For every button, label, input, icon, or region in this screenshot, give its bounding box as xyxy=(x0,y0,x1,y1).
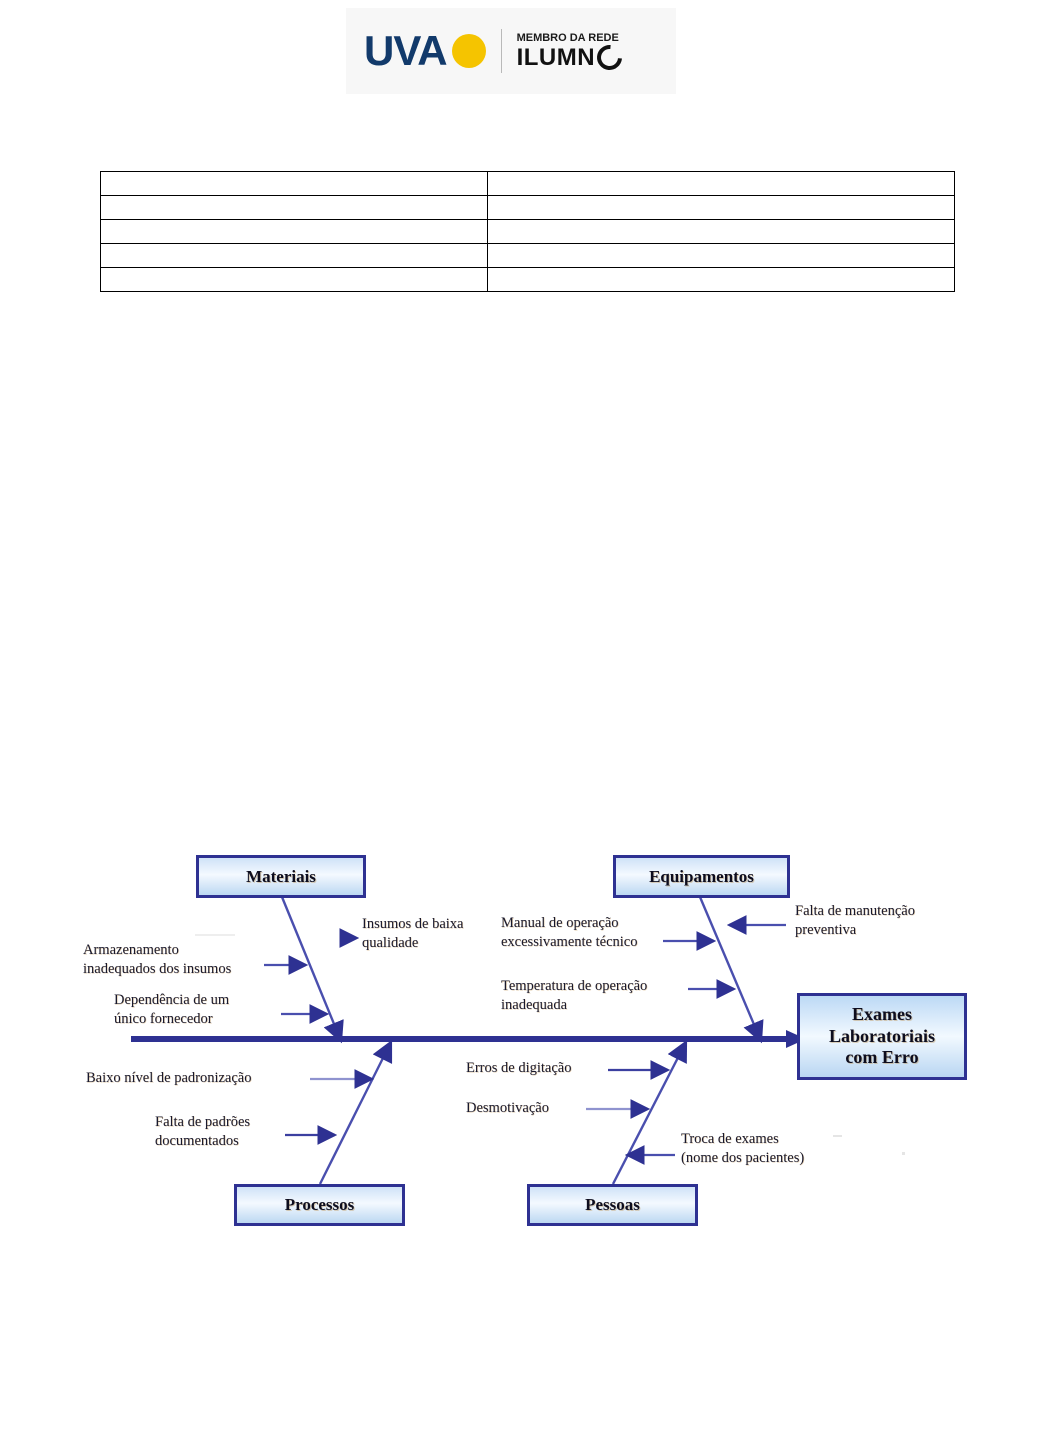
category-label-processos: Processos xyxy=(284,1195,355,1214)
cause-label-erros-digitacao: Erros de digitação xyxy=(466,1060,572,1076)
branch-line-materiais xyxy=(280,896,344,1044)
category-box-pessoas[interactable]: Pessoas xyxy=(527,1184,698,1226)
cause-label-troca-exames: Troca de exames (nome dos pacientes) xyxy=(681,1131,805,1167)
cause-label-insumos-baixa-qualidade: Insumos de baixa qualidade xyxy=(362,916,464,952)
category-box-equipamentos[interactable]: Equipamentos xyxy=(613,855,790,898)
branch-line-processos xyxy=(318,1039,393,1185)
table-cell-b xyxy=(487,267,955,292)
effect-box-exames-laboratoriais-com-erro[interactable]: Exames Laboratoriais com Erro xyxy=(797,993,967,1080)
table-row xyxy=(100,171,955,196)
cause-label-manual-tecnico: Manual de operação excessivamente técnic… xyxy=(501,915,638,951)
uva-logo: UVA xyxy=(364,30,486,72)
cause-label-falta-manutencao: Falta de manutenção preventiva xyxy=(795,903,915,939)
cause-label-temperatura-inadequada: Temperatura de operação inadequada xyxy=(501,978,648,1014)
ilumno-logo: MEMBRO DA REDE ILUMN xyxy=(516,31,628,76)
cause-label-dependencia-fornecedor: Dependência de um único fornecedor xyxy=(114,992,230,1028)
cause-label-desmotivacao: Desmotivação xyxy=(466,1100,549,1116)
table-cell-b xyxy=(487,171,955,196)
ilumno-wordmark-text: ILUMN xyxy=(516,44,596,71)
cause-label-falta-padroes: Falta de padrões documentados xyxy=(155,1114,251,1150)
spine-arrow xyxy=(131,1030,806,1048)
category-box-materiais[interactable]: Materiais xyxy=(196,855,366,898)
table-row xyxy=(100,267,955,292)
category-label-equipamentos: Equipamentos xyxy=(649,866,754,886)
logo-divider xyxy=(500,29,502,73)
cause-label-baixo-padronizacao: Baixo nível de padronização xyxy=(86,1070,252,1086)
scan-artifact xyxy=(833,1135,842,1137)
category-label-materiais: Materiais xyxy=(246,866,316,886)
branch-line-pessoas xyxy=(611,1039,688,1185)
scan-artifact xyxy=(195,934,235,936)
table-body xyxy=(100,171,955,292)
effect-line-3: com Erro xyxy=(845,1047,919,1068)
table-cell-b xyxy=(487,195,955,220)
category-label-pessoas: Pessoas xyxy=(585,1195,640,1214)
empty-data-table xyxy=(100,171,955,292)
category-box-processos[interactable]: Processos xyxy=(234,1184,405,1226)
cause-label-armazenamento-inadequado: Armazenamento inadequados dos insumos xyxy=(83,942,232,978)
table-cell-a xyxy=(100,195,488,220)
uva-wordmark: UVA xyxy=(364,27,448,74)
table-cell-a xyxy=(100,267,488,292)
effect-line-2: Laboratoriais xyxy=(829,1025,935,1046)
branch-line-equipamentos xyxy=(698,896,764,1044)
ilumno-wordmark: ILUMN xyxy=(516,39,628,76)
table-row xyxy=(100,195,955,220)
uva-ilumno-logo: UVA MEMBRO DA REDE ILUMN xyxy=(346,8,676,94)
ilumno-eyebrow: MEMBRO DA REDE xyxy=(516,31,619,44)
uva-yellow-dot-icon xyxy=(451,34,486,68)
scan-artifact xyxy=(902,1152,905,1155)
effect-line-1: Exames xyxy=(852,1003,912,1024)
effect-box-text: Exames Laboratoriais com Erro xyxy=(829,1004,935,1070)
